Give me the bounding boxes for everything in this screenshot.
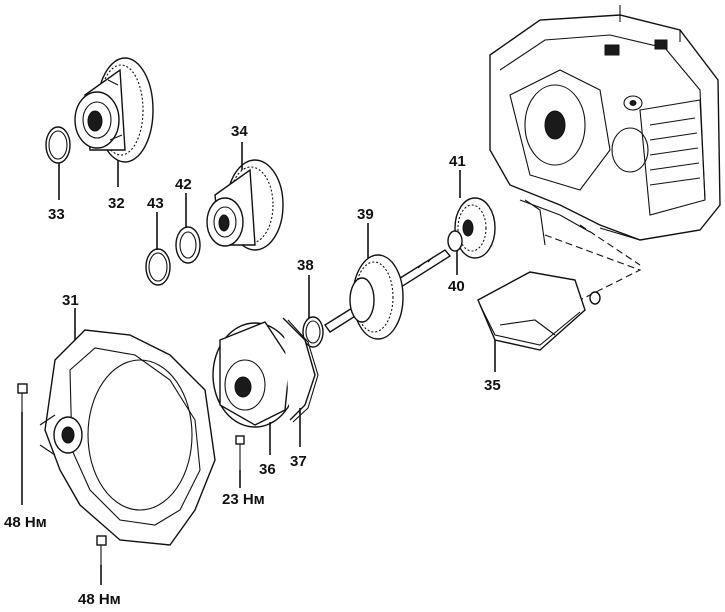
transmission-case-icon bbox=[489, 5, 721, 241]
oil-filter-35 bbox=[477, 271, 586, 351]
callout-34: 34 bbox=[231, 123, 248, 140]
bolt-48-left bbox=[17, 383, 28, 412]
gear-shaft-39 bbox=[323, 249, 452, 340]
seal-ring-43 bbox=[145, 248, 171, 286]
gear-41 bbox=[454, 197, 496, 259]
callout-33: 33 bbox=[48, 206, 65, 223]
callout-38: 38 bbox=[297, 257, 314, 274]
callout-43: 43 bbox=[147, 195, 164, 212]
washer-40 bbox=[447, 230, 463, 252]
oil-pump-36 bbox=[212, 321, 298, 428]
torque-label-48-left: 48 Нм bbox=[4, 514, 47, 531]
torque-label-48-bottom: 48 Нм bbox=[78, 591, 121, 608]
callout-37: 37 bbox=[290, 453, 307, 470]
o-ring bbox=[589, 291, 601, 305]
leader-lines bbox=[21, 142, 496, 585]
clutch-housing-icon bbox=[39, 329, 216, 546]
callout-42: 42 bbox=[175, 176, 192, 193]
bolt-23 bbox=[235, 435, 245, 470]
differential-gear-icon bbox=[74, 57, 154, 163]
callout-32: 32 bbox=[108, 195, 125, 212]
bolt-48-bottom bbox=[96, 535, 107, 565]
output-gear-34 bbox=[206, 159, 284, 251]
callout-39: 39 bbox=[357, 206, 374, 223]
callout-36: 36 bbox=[259, 461, 276, 478]
torque-label-23: 23 Нм bbox=[222, 491, 265, 508]
assembly-guide-lines bbox=[524, 199, 642, 311]
callout-35: 35 bbox=[484, 377, 501, 394]
callout-41: 41 bbox=[449, 153, 466, 170]
callout-40: 40 bbox=[448, 278, 465, 295]
seal-ring-33 bbox=[45, 126, 71, 164]
callout-31: 31 bbox=[62, 292, 79, 309]
